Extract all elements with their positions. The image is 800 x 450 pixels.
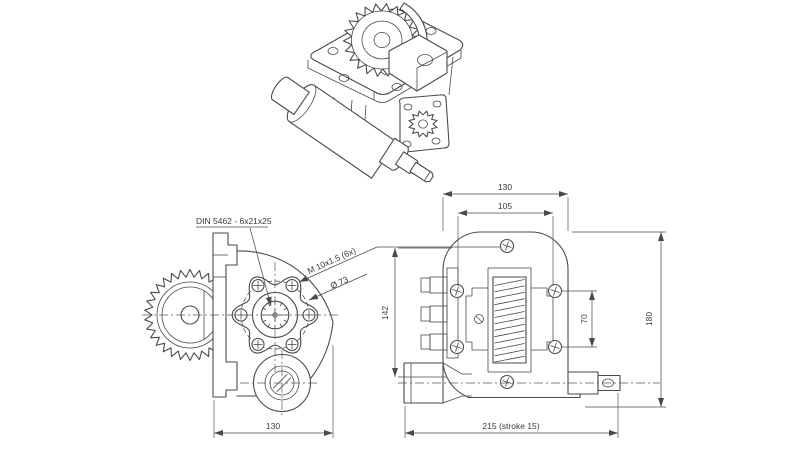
dim-front-width: 130 <box>213 345 334 438</box>
body-outline-left <box>442 231 482 398</box>
front-view: DIN 5462 - 6x21x25 M 10x1.5 (6x) Ø 73 13… <box>142 216 501 438</box>
gear-teeth <box>144 268 214 362</box>
bearing-block <box>388 34 448 92</box>
housing-outline <box>236 250 334 379</box>
centerlines-front <box>142 262 338 418</box>
hole-spacing-v-label: 70 <box>579 314 589 324</box>
side-output-flange <box>398 94 450 153</box>
output-shaft-iso <box>378 137 434 183</box>
side-view: 130 105 142 70 180 <box>380 182 666 438</box>
bolt-circle-label: Ø 73 <box>329 274 350 291</box>
leader-bolt-circle: Ø 73 <box>308 273 368 301</box>
total-length-label: 215 (stroke 15) <box>482 421 539 431</box>
helical-gear-teeth <box>494 279 525 363</box>
dim-side-outer-width: 130 <box>442 182 569 231</box>
right-bearing-block <box>531 287 554 351</box>
isometric-view <box>270 2 464 183</box>
actuator-cylinder-iso <box>270 76 398 179</box>
outer-width-label: 130 <box>498 182 512 192</box>
leader-thread: M 10x1.5 (6x) <box>298 245 501 283</box>
dim-hole-spacing-h: 105 <box>457 201 554 286</box>
top-plate-thickness <box>307 50 462 103</box>
spline-stub <box>408 110 438 138</box>
spline-spec-label: DIN 5462 - 6x21x25 <box>196 216 272 226</box>
left-bearing-block <box>465 287 488 351</box>
small-screw <box>474 314 484 324</box>
flange-height-label: 142 <box>380 306 390 320</box>
body-outline <box>480 231 569 373</box>
body-bottom-edge <box>467 393 581 399</box>
hub-splines <box>261 301 289 329</box>
cover-screw-holes <box>449 238 563 390</box>
dim-total-length: 215 (stroke 15) <box>404 393 619 438</box>
leader-din: DIN 5462 - 6x21x25 <box>196 216 272 307</box>
gear-housing <box>465 267 554 373</box>
stud-bolts <box>420 267 459 359</box>
front-width-label: 130 <box>266 421 280 431</box>
plug-slot <box>272 373 292 393</box>
total-height-label: 180 <box>644 312 654 326</box>
hole-spacing-h-label: 105 <box>498 201 512 211</box>
dim-flange-height: 142 <box>380 247 452 378</box>
thread-spec-label: M 10x1.5 (6x) <box>306 245 358 275</box>
mounting-plate <box>212 232 238 398</box>
dim-total-height: 180 <box>572 231 666 408</box>
dim-hole-spacing-v: 70 <box>562 290 597 348</box>
